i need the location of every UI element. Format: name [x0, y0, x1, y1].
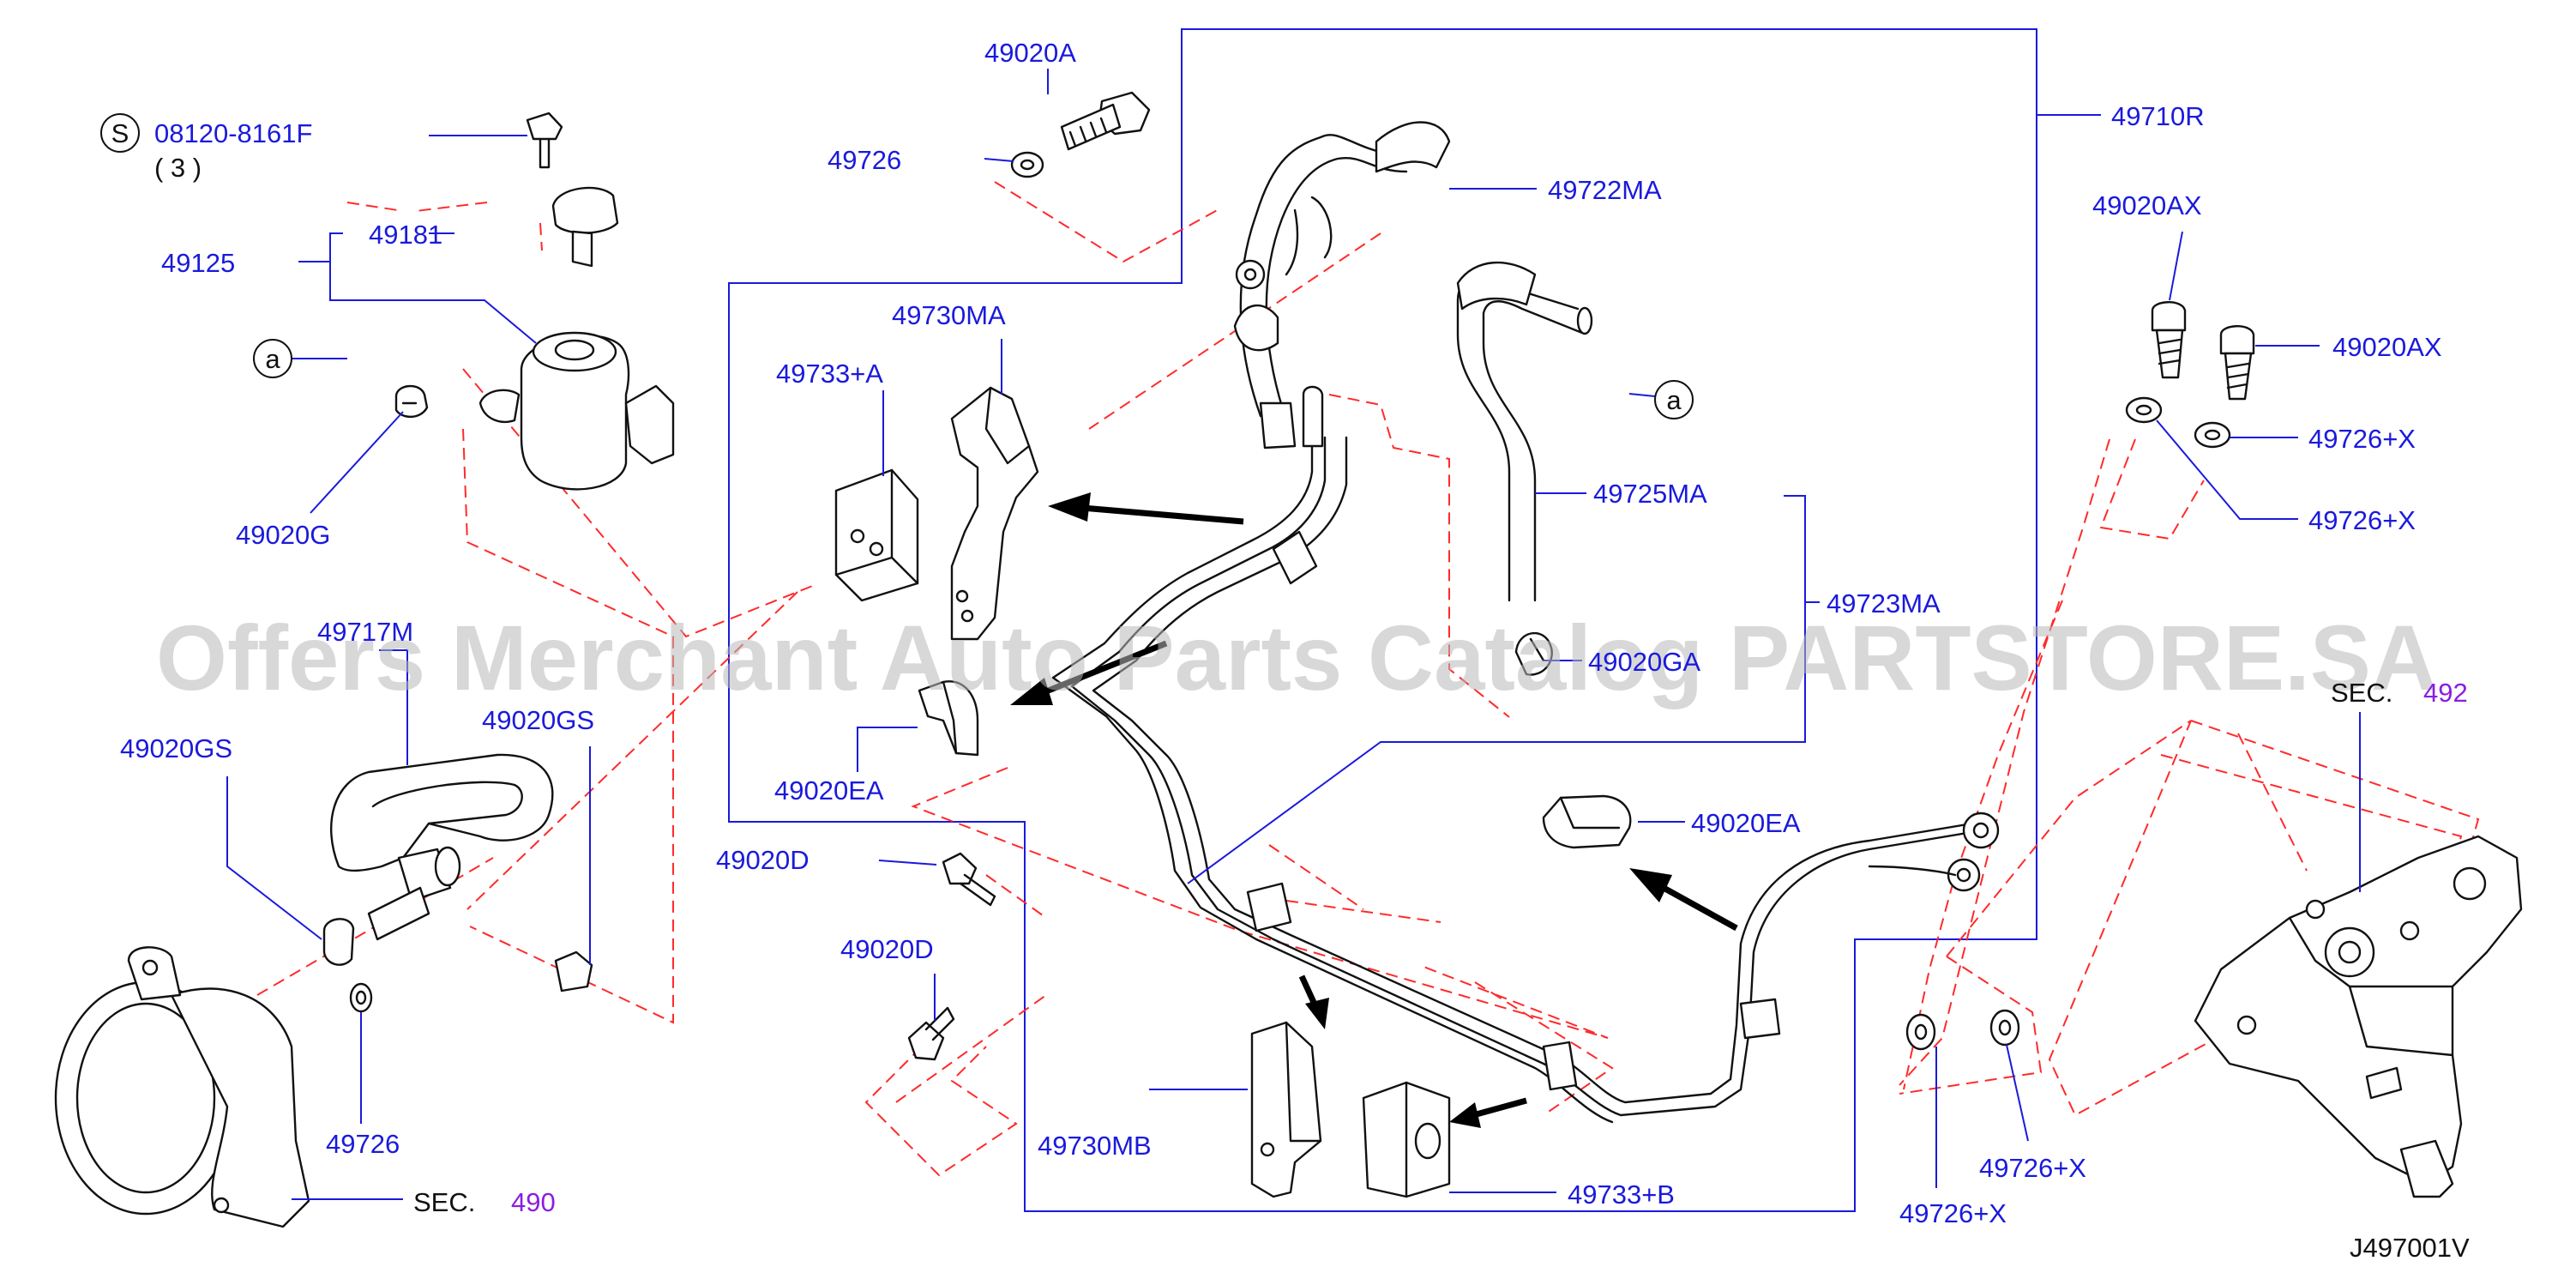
washer-49726X-2-icon: [2194, 421, 2231, 449]
part-label-49722MA[interactable]: 49722MA: [1548, 175, 1662, 205]
part-label-49125[interactable]: 49125: [161, 248, 235, 278]
part-label-49181[interactable]: 49181: [369, 220, 442, 250]
part-label-49020A[interactable]: 49020A: [984, 38, 1076, 68]
part-label-49730MA[interactable]: 49730MA: [892, 300, 1006, 330]
hose-49717M-icon: [329, 753, 554, 941]
part-label-49710R[interactable]: 49710R: [2111, 101, 2205, 131]
callout-a-right: a: [1654, 380, 1694, 419]
insulator-49733A-icon: [834, 468, 919, 602]
washer-49726X-3-icon: [1905, 1013, 1936, 1051]
washer-49726-icon: [1010, 151, 1044, 178]
clamp-49020GS-left-icon: [322, 918, 355, 966]
svg-text:S: S: [111, 118, 129, 148]
svg-text:SEC.: SEC.: [2331, 678, 2392, 708]
part-label-49730MB[interactable]: 49730MB: [1038, 1131, 1152, 1161]
washer-49726X-1-icon: [2125, 396, 2163, 424]
part-label-49020D-upper[interactable]: 49020D: [716, 845, 810, 875]
callout-a-left: a: [253, 339, 292, 378]
part-label-49726X-3[interactable]: 49726+X: [1979, 1153, 2086, 1183]
tube-assembly-49710R-icon: [1051, 385, 2000, 1124]
clip-49020EA-left-icon: [918, 680, 979, 757]
part-label-49733A[interactable]: 49733+A: [776, 359, 883, 389]
clamp-49020G-icon: [394, 384, 429, 419]
part-label-49726-bottom[interactable]: 49726: [326, 1129, 400, 1159]
leader-lines: [226, 69, 2361, 1200]
svg-text:a: a: [1666, 385, 1682, 415]
pump-sec490-icon: [54, 946, 310, 1228]
part-label-49733B[interactable]: 49733+B: [1568, 1179, 1675, 1210]
part-label-49020AX-2[interactable]: 49020AX: [2332, 332, 2442, 362]
part-label-49020EA-left[interactable]: 49020EA: [774, 775, 884, 805]
part-label-49020G[interactable]: 49020G: [236, 520, 330, 550]
svg-text:a: a: [265, 344, 280, 374]
part-labels: 49020A 49726 49722MA 49710R 49181 49125 …: [120, 38, 2442, 1228]
bolt-49020AX-right-icon: [2219, 325, 2255, 401]
svg-text:492: 492: [2423, 678, 2468, 708]
section-ref-490[interactable]: SEC. 490: [413, 1187, 556, 1217]
part-label-49020GS-right[interactable]: 49020GS: [482, 705, 594, 735]
part-label-49726X-1[interactable]: 49726+X: [2308, 424, 2416, 454]
screw-quantity: ( 3 ): [154, 153, 202, 183]
bracket-49730MA-icon: [950, 386, 1039, 641]
insulator-49733B-icon: [1362, 1081, 1451, 1198]
screw-note: S 08120-8161F ( 3 ): [100, 113, 312, 183]
svg-text:490: 490: [511, 1187, 556, 1217]
svg-text:SEC.: SEC.: [413, 1187, 475, 1217]
hose-49725MA-icon: [1456, 261, 1593, 602]
part-label-49020D-lower[interactable]: 49020D: [840, 934, 934, 964]
bolt-49020A-icon: [1060, 91, 1151, 151]
clamp-49020GS-right-icon: [554, 950, 593, 992]
assembly-frame-line: [728, 28, 2037, 1212]
clip-49020EA-right-icon: [1542, 794, 1632, 849]
bolt-49020D-lower-icon: [907, 1006, 955, 1061]
direction-arrows: [1010, 492, 1738, 1128]
cap-49181-icon: [551, 186, 619, 268]
part-label-49717M[interactable]: 49717M: [317, 617, 413, 647]
clip-49020GA-icon: [1514, 631, 1553, 676]
washer-49726-bottom-icon: [349, 982, 373, 1013]
hose-49722MA-icon: [1233, 121, 1451, 449]
part-label-49020EA-right[interactable]: 49020EA: [1691, 808, 1801, 838]
part-label-49726X-4[interactable]: 49726+X: [1899, 1198, 2007, 1228]
bolt-49020AX-left-icon: [2151, 301, 2187, 379]
part-label-49020AX-1[interactable]: 49020AX: [2092, 190, 2202, 220]
part-label-49020GS-left[interactable]: 49020GS: [120, 733, 232, 763]
bolt-49020D-upper-icon: [942, 852, 996, 907]
section-ref-492[interactable]: SEC. 492: [2331, 678, 2468, 708]
screw-08120-8161F-icon: [526, 112, 563, 169]
bracket-49730MB-icon: [1250, 1021, 1322, 1198]
part-label-49725MA[interactable]: 49725MA: [1593, 479, 1707, 509]
watermark-text: Offers Merchant Auto Parts Catalog PARTS…: [156, 606, 2437, 709]
part-label-49726-top[interactable]: 49726: [828, 145, 901, 175]
part-label-49726X-2[interactable]: 49726+X: [2308, 505, 2416, 535]
steering-gear-sec492-icon: [2194, 835, 2523, 1198]
part-label-49723MA[interactable]: 49723MA: [1827, 588, 1941, 618]
part-label-08120-8161F[interactable]: 08120-8161F: [154, 118, 312, 148]
diagram-code: J497001V: [2350, 1233, 2470, 1263]
part-label-49020GA[interactable]: 49020GA: [1588, 647, 1700, 677]
washer-49726X-4-icon: [1989, 1009, 2020, 1047]
reservoir-49125-icon: [478, 331, 675, 491]
